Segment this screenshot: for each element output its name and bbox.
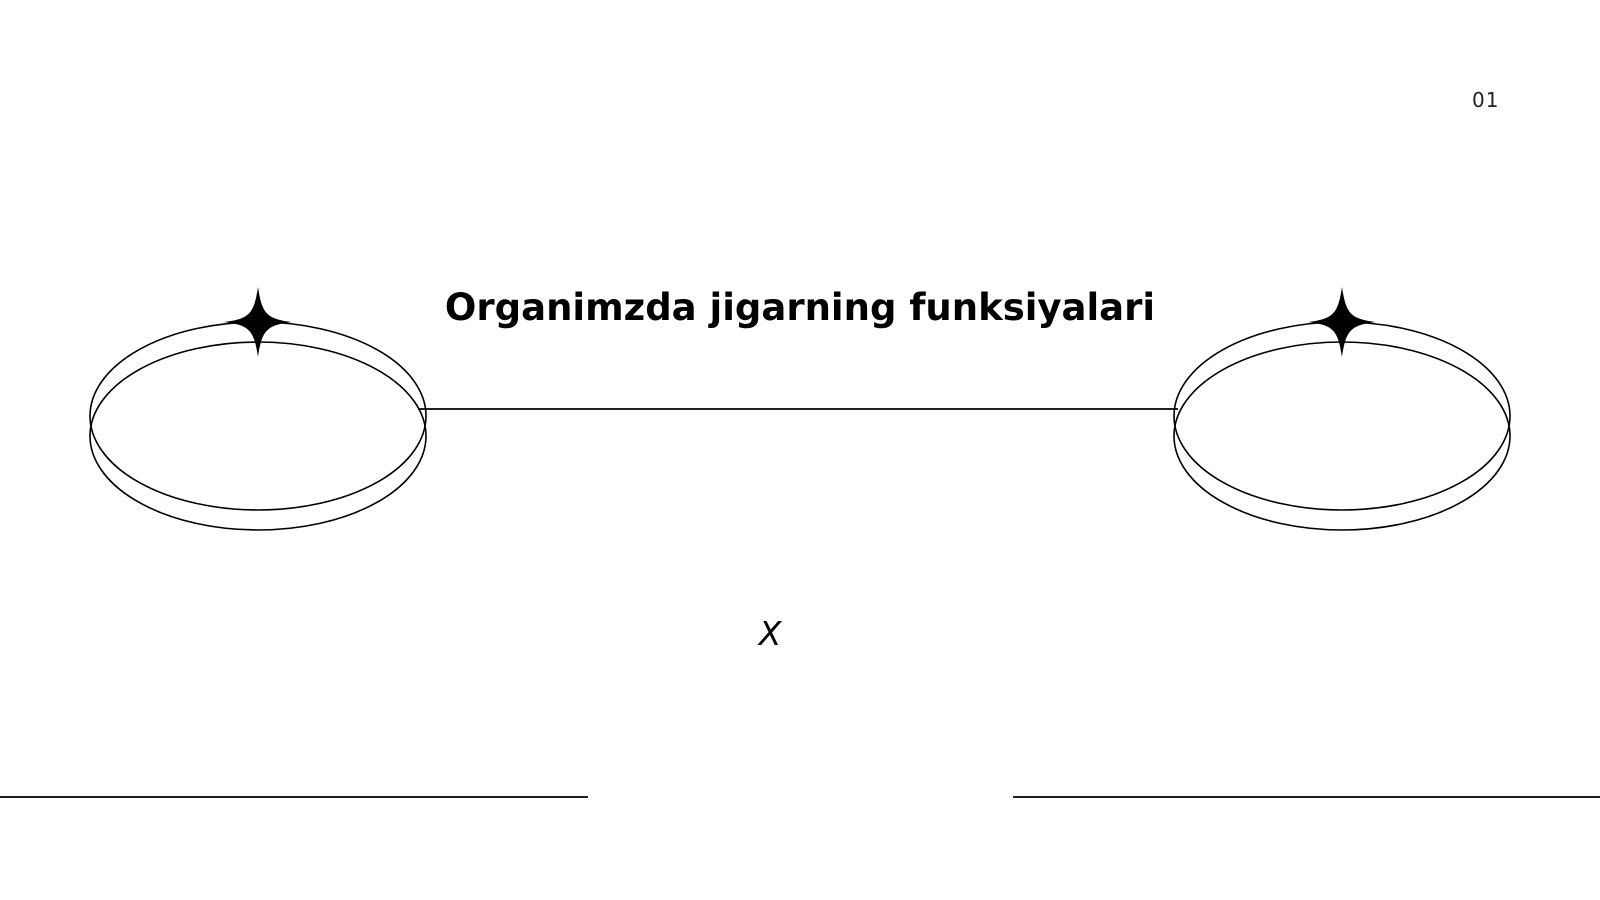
slide-subtitle: X	[758, 614, 782, 653]
sparkle-star-icon	[1308, 287, 1376, 357]
slide-number: 01	[1472, 88, 1500, 112]
sparkle-star-icon	[224, 287, 292, 357]
slide-title: Organimzda jigarning funksiyalari	[444, 286, 1156, 329]
